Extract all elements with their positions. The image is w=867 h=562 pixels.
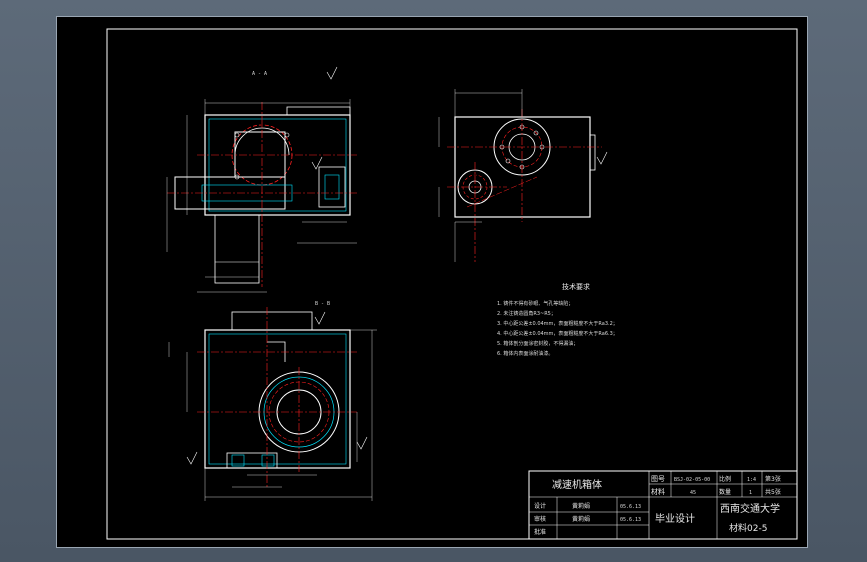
total-label: 共5张 <box>765 488 781 496</box>
tech-item: 3. 中心距公差±0.04mm，表面粗糙度不大于Ra3.2； <box>497 320 618 327</box>
school-name: 西南交通大学 <box>720 502 780 515</box>
sheet-label: 第3张 <box>765 475 781 483</box>
tech-item: 4. 中心距公差±0.04mm，表面粗糙度不大于Ra6.3； <box>497 330 618 337</box>
tech-item: 5. 箱体剖分面涂密封胶，不得漏油； <box>497 340 578 347</box>
check-date: 05.6.13 <box>620 517 641 523</box>
design-label: 设计 <box>534 502 546 510</box>
design-date: 05.6.13 <box>620 504 641 510</box>
section-a-label: A - A <box>252 71 267 77</box>
approve-label: 批准 <box>534 528 546 536</box>
check-name: 黄莉娟 <box>572 515 590 523</box>
class-name: 材料02-5 <box>729 522 767 534</box>
view-top <box>438 89 608 262</box>
drawing-sheet: A - A <box>56 16 808 548</box>
view-section-b: B - B <box>168 301 377 501</box>
hatch-wall-a <box>208 118 347 212</box>
scale-label: 比例 <box>719 475 731 483</box>
design-name: 黄莉娟 <box>572 502 590 510</box>
part-name: 减速机箱体 <box>552 478 602 491</box>
material-label: 材料 <box>651 487 665 496</box>
tech-requirements: 技术要求 1. 铸件不得有砂眼、气孔等缺陷； 2. 未注铸造圆角R3~R5； 3… <box>497 282 618 357</box>
inner-frame <box>106 28 798 540</box>
tech-item: 6. 箱体内表面涂耐油漆。 <box>497 350 553 357</box>
tech-item: 1. 铸件不得有砂眼、气孔等缺陷； <box>497 300 573 307</box>
tech-item: 2. 未注铸造圆角R3~R5； <box>497 310 556 317</box>
material-value: 45 <box>690 490 696 496</box>
view-section-a: A - A <box>166 66 357 293</box>
housing-outline-b <box>204 329 351 469</box>
drawing-no-label: 图号 <box>651 475 665 483</box>
hatch-wall-b <box>208 333 347 465</box>
tech-requirements-title: 技术要求 <box>562 282 590 291</box>
title-block: 减速机箱体 图号 BSJ-02-05-00 材料 45 比例 1:4 第3张 数… <box>528 470 798 540</box>
housing-outline-a <box>204 114 351 216</box>
drawing-no: BSJ-02-05-00 <box>674 477 710 483</box>
section-b-label: B - B <box>315 301 330 307</box>
qty-label: 数量 <box>719 488 731 496</box>
qty-value: 1 <box>749 490 752 496</box>
bore-a <box>234 131 286 178</box>
project-name: 毕业设计 <box>655 512 695 525</box>
cad-drawing: A - A <box>106 28 798 540</box>
scale-value: 1:4 <box>747 477 756 483</box>
check-label: 审核 <box>534 515 546 523</box>
